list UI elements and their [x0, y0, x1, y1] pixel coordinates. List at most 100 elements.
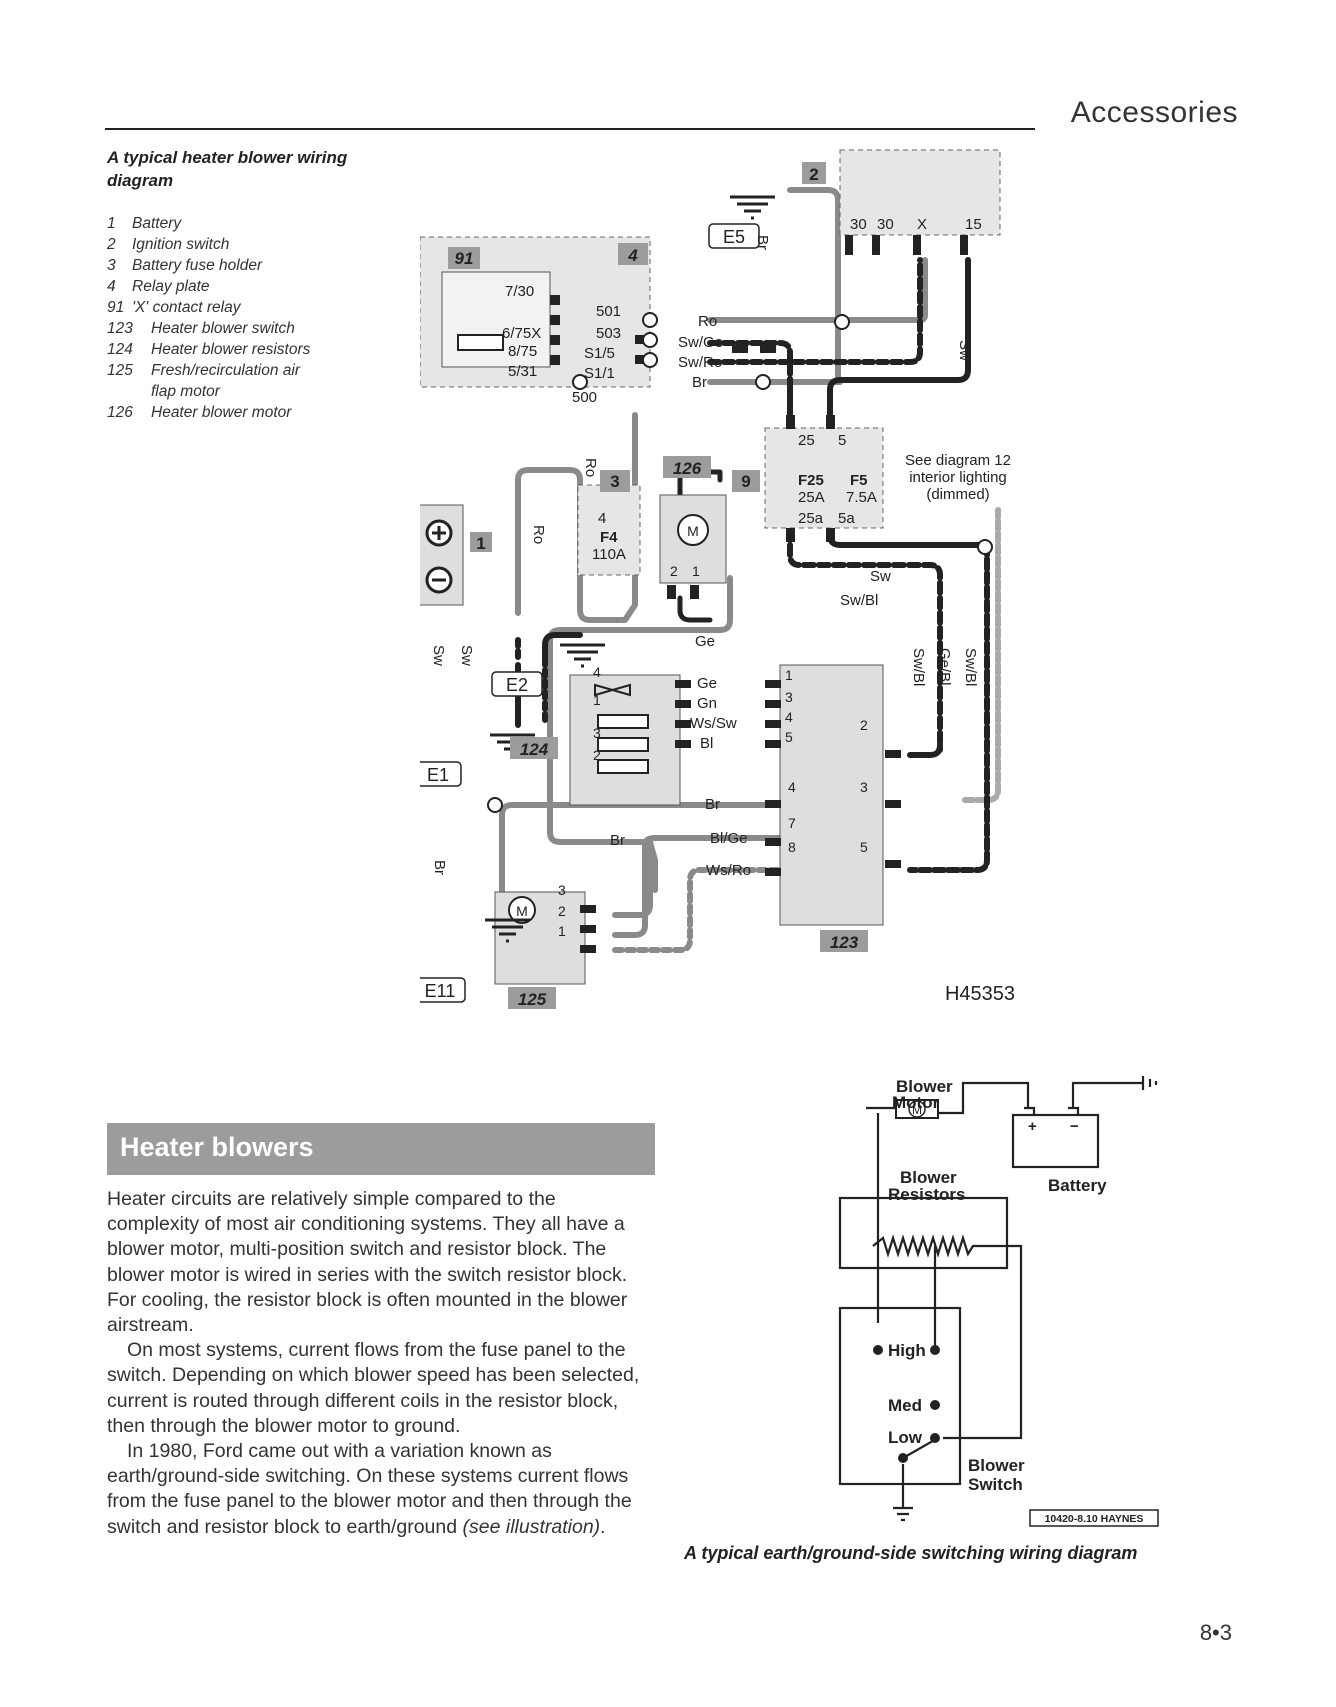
ground-label: E2: [506, 675, 528, 695]
fuse-label: F25: [798, 472, 824, 489]
wire-label: Ro: [530, 525, 547, 544]
wire-label: Bl/Ge: [710, 830, 748, 847]
pin-label: 2: [593, 747, 601, 763]
diagram-code: H45353: [945, 983, 1015, 1005]
section-header-title: Accessories: [1070, 96, 1238, 129]
blower-motor-label: Motor: [892, 1093, 940, 1112]
section-heading-band: Heater blowers: [107, 1123, 655, 1175]
fuse-rating: 110A: [592, 546, 626, 563]
motor-symbol: M: [912, 1103, 922, 1117]
pin-label: S1/5: [584, 345, 615, 362]
pin-label: 30: [850, 216, 867, 233]
pin-label: 4: [785, 709, 793, 725]
pin-label: 1: [558, 923, 566, 939]
pin-label: 2: [670, 563, 678, 579]
wire-label: Sw: [430, 645, 447, 666]
pin-label: 30: [877, 216, 894, 233]
pin-label: 1: [692, 563, 700, 579]
wire-label: Sw/Bl: [910, 648, 927, 686]
wire-label: Ro: [698, 313, 717, 330]
wire-label: Ge: [697, 675, 717, 692]
wire-label: Ro: [582, 458, 599, 477]
pin-label: 5/31: [508, 363, 537, 380]
fuse-label: F5: [850, 472, 868, 489]
pin-label: 5: [785, 729, 793, 745]
fuse-label: F4: [600, 529, 618, 546]
pin-label: 3: [860, 779, 868, 795]
component-label: 2: [809, 165, 818, 184]
header-rule: [105, 128, 1035, 130]
battery-plus: +: [1028, 1118, 1037, 1135]
pin-label: 1: [785, 667, 793, 683]
pin-label: 5a: [838, 510, 855, 527]
wire-label: Sw/Bl: [840, 592, 878, 609]
pin-label: S1/1: [584, 365, 615, 382]
pin-label: 8/75: [508, 343, 537, 360]
ground-label: E1: [427, 765, 449, 785]
pin-label: 500: [572, 389, 597, 406]
resistors-label: Blower: [900, 1168, 957, 1187]
figure1-caption: A typical heater blower wiring diagram: [107, 148, 348, 190]
speed-high-label: High: [888, 1341, 926, 1360]
note-line: See diagram 12: [905, 452, 1011, 469]
component-label: 123: [830, 933, 859, 952]
blower-switch-label: Switch: [968, 1475, 1023, 1494]
ground-side-switching-diagram: M Blower Battery Blower Resistors High M…: [838, 1076, 1159, 1527]
legend-item: 91'X' contact relay: [107, 299, 241, 316]
pin-label: 2: [860, 717, 868, 733]
note-line: (dimmed): [926, 486, 989, 503]
wire-label: Br: [705, 796, 720, 813]
note-line: interior lighting: [909, 469, 1007, 486]
paragraph: On most systems, current flows from the …: [107, 1339, 640, 1437]
figure2-caption: A typical earth/ground-side switching wi…: [684, 1543, 1138, 1563]
paragraph: In 1980, Ford came out with a variation …: [107, 1440, 632, 1538]
battery-minus: −: [1070, 1118, 1079, 1135]
motor-symbol: M: [687, 523, 699, 539]
resistors-label: Resistors: [888, 1185, 965, 1204]
component-label: 126: [673, 459, 702, 478]
heater-blower-wiring-diagram: 91 4 2 1 3 126 9 124 123 125 E5 E2 E1 E1…: [420, 149, 1015, 1009]
pin-label: 7: [788, 815, 796, 831]
pin-label: 2: [558, 903, 566, 919]
pin-label: 503: [596, 325, 621, 342]
pin-label: 3: [593, 725, 601, 741]
blower-motor-label: Blower: [896, 1077, 953, 1096]
pin-label: 5: [838, 432, 846, 449]
component-label: 1: [476, 534, 485, 553]
blower-switch-label: Blower: [968, 1456, 1025, 1475]
wire-label: Br: [754, 235, 771, 250]
fuse-rating: 7.5A: [846, 489, 877, 506]
pin-label: 25: [798, 432, 815, 449]
component-label: 9: [741, 472, 750, 491]
speed-med-label: Med: [888, 1396, 922, 1415]
pin-label: 25a: [798, 510, 824, 527]
page-number: 8•3: [1199, 1620, 1232, 1645]
wire-label: Sw/Ro: [678, 354, 722, 371]
pin-label: 8: [788, 839, 796, 855]
wire-label: Ws/Ro: [706, 862, 751, 879]
ground-label: E11: [425, 981, 456, 1001]
component-label: 124: [520, 740, 549, 759]
pin-label: 6/75X: [502, 325, 541, 342]
speed-low-label: Low: [888, 1428, 923, 1447]
legend-item: flap motor: [151, 383, 220, 400]
wire-label: Br: [692, 374, 707, 391]
wire-label: Sw: [870, 568, 891, 585]
wire-label: Ge: [695, 633, 715, 650]
component-label: 3: [610, 472, 619, 491]
wire-label: Sw/Ge: [678, 334, 723, 351]
diagram2-code: 10420-8.10 HAYNES: [1045, 1513, 1144, 1525]
see-illustration-reference: (see illustration): [462, 1515, 601, 1538]
pin-label: 4: [788, 779, 796, 795]
body-text: Heater circuits are relatively simple co…: [107, 1187, 653, 1540]
wire-label: Ge/Bl: [936, 648, 953, 686]
pin-label: X: [917, 216, 927, 233]
wire-label: Gn: [697, 695, 717, 712]
